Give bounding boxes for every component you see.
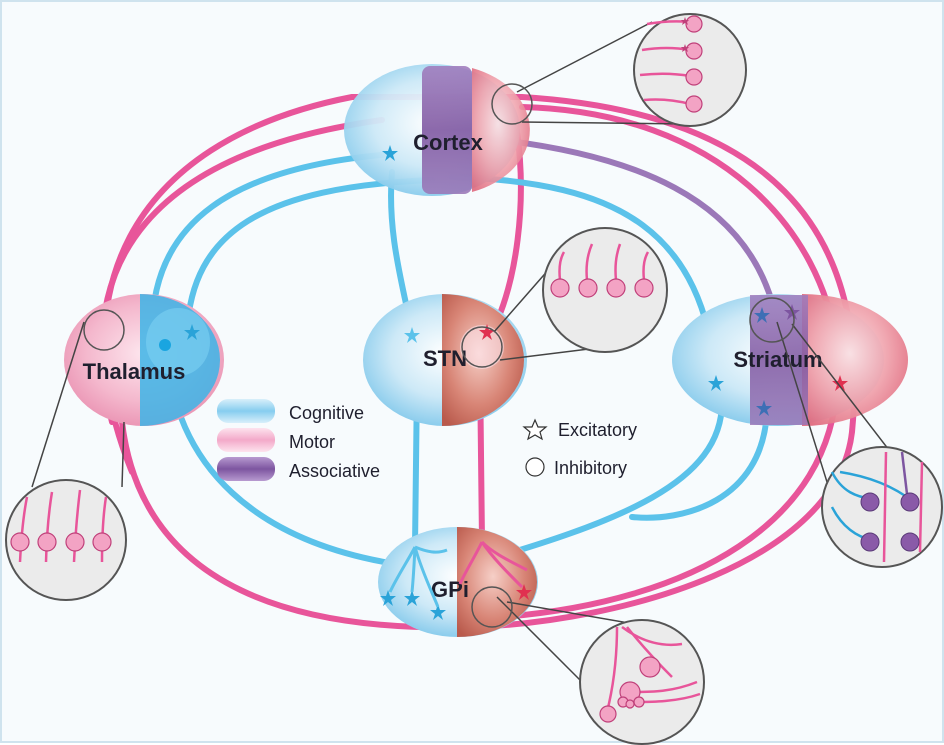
star-icon [404, 590, 420, 606]
cognitive-cortex-thalamus-outer [149, 151, 395, 335]
legend-swatch-associative [217, 457, 275, 481]
gpi-fan-cognitive [388, 545, 448, 608]
cognitive-cortex-thalamus-inner [184, 177, 435, 335]
excitatory-star-icon [522, 418, 548, 441]
gpi-label: GPi [431, 577, 469, 602]
stn-node[interactable]: STN [363, 294, 527, 426]
star-icon [430, 604, 446, 620]
thalamus-node[interactable]: Thalamus [64, 294, 224, 426]
thalamus-zoom-inset [5, 479, 127, 601]
striatum-label: Striatum [733, 347, 822, 372]
zoom-source-circles [83, 83, 795, 628]
star-icon [479, 324, 495, 340]
associative-cortex-striatum [469, 134, 775, 305]
star-icon [756, 400, 772, 416]
stn-zoom-inset [542, 227, 668, 353]
legend-label-excitatory: Excitatory [558, 420, 637, 440]
legend-label-motor: Motor [289, 432, 335, 452]
star-icon [184, 324, 200, 340]
motor-striatum-gpi [499, 379, 840, 620]
inhibitory-circle-icon [525, 457, 545, 477]
zoom-callouts [31, 21, 903, 703]
stn-label: STN [423, 346, 467, 371]
legend-swatch-motor [217, 428, 275, 452]
thalamus-label: Thalamus [83, 359, 186, 384]
legend-label-cognitive: Cognitive [289, 403, 364, 423]
gpi-fan-motor [458, 540, 528, 589]
striatum-node[interactable]: Striatum [672, 294, 908, 426]
associative-pathways [469, 134, 775, 305]
cognitive-striatum-gpi-2 [629, 409, 770, 521]
legend: Cognitive Motor Associative Excitatory I… [217, 399, 637, 481]
gpi-zoom-inset [579, 619, 705, 745]
legend-swatch-cognitive [217, 399, 275, 423]
star-icon [404, 327, 420, 343]
striatum-zoom-inset [821, 446, 943, 568]
legend-label-inhibitory: Inhibitory [554, 458, 627, 478]
gpi-node[interactable]: GPi [378, 527, 538, 637]
star-icon [380, 590, 396, 606]
cortex-zoom-inset [633, 13, 747, 127]
star-icon [516, 584, 532, 600]
star-icon [708, 375, 724, 391]
star-icon [754, 307, 770, 323]
legend-label-associative: Associative [289, 461, 380, 481]
star-icon [832, 375, 848, 391]
cortex-node[interactable]: Cortex [344, 64, 530, 196]
star-icon [382, 145, 398, 161]
cortex-label: Cortex [413, 130, 483, 155]
